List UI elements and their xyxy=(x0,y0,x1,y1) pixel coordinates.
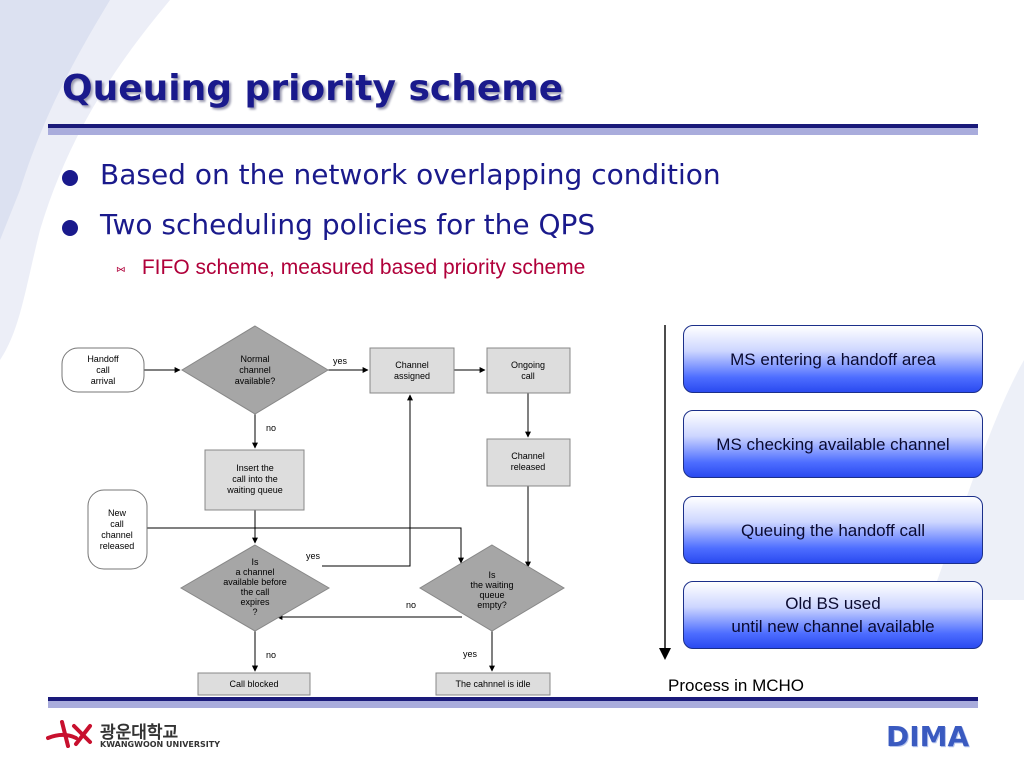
process-step: Old BS used until new channel available xyxy=(683,581,983,649)
svg-text:Is: Is xyxy=(488,570,496,580)
footer-divider xyxy=(48,697,978,708)
svg-text:released: released xyxy=(511,462,546,472)
edge-label-no: no xyxy=(266,423,276,433)
svg-text:call: call xyxy=(96,365,110,375)
slide-title: Queuing priority scheme xyxy=(62,68,564,109)
bullet-text: Two scheduling policies for the QPS xyxy=(100,208,596,241)
svg-text:Is: Is xyxy=(251,557,259,567)
svg-text:the call: the call xyxy=(241,587,270,597)
node-is-queue-empty: Is the waiting queue empty? xyxy=(419,544,565,632)
node-call-blocked: Call blocked xyxy=(197,672,311,696)
svg-text:Channel: Channel xyxy=(511,451,545,461)
flow-edges xyxy=(144,367,531,672)
svg-text:call: call xyxy=(110,519,124,529)
svg-text:arrival: arrival xyxy=(91,376,116,386)
sub-bullet: ⑅ FIFO scheme, measured based priority s… xyxy=(116,256,585,280)
svg-text:Channel: Channel xyxy=(395,360,429,370)
sub-bullet-text: FIFO scheme, measured based priority sch… xyxy=(141,256,586,279)
svg-text:call: call xyxy=(521,371,535,381)
sub-bullet-mark-icon: ⑅ xyxy=(116,261,126,278)
university-name-korean: 광운대학교 xyxy=(100,723,179,743)
svg-text:Normal: Normal xyxy=(240,354,269,364)
process-step: MS checking available channel xyxy=(683,410,983,478)
node-ongoing-call: Ongoing call xyxy=(486,347,571,394)
svg-text:waiting queue: waiting queue xyxy=(226,485,283,495)
svg-text:?: ? xyxy=(252,607,257,617)
university-name-english: KWANGWOON UNIVERSITY xyxy=(100,740,220,749)
university-logo-icon xyxy=(46,720,92,748)
node-normal-channel-available: Normal channel available? xyxy=(181,325,329,415)
edge-label-no: no xyxy=(406,600,416,610)
node-channel-released: Channel released xyxy=(486,438,571,487)
process-label: Process in MCHO xyxy=(668,676,805,695)
node-channel-idle: The cahnnel is idle xyxy=(435,672,551,696)
svg-text:The cahnnel is idle: The cahnnel is idle xyxy=(455,679,530,689)
edge-label-yes: yes xyxy=(463,649,478,659)
svg-text:Insert the: Insert the xyxy=(236,463,274,473)
brand-logo: DIMA xyxy=(886,720,970,753)
title-divider xyxy=(48,124,978,135)
edge-label-no: no xyxy=(266,650,276,660)
svg-text:Handoff: Handoff xyxy=(87,354,119,364)
svg-text:the waiting: the waiting xyxy=(470,580,513,590)
bullet-dot-icon xyxy=(62,220,78,236)
svg-text:channel: channel xyxy=(101,530,133,540)
svg-text:queue: queue xyxy=(479,590,504,600)
edge-label-yes: yes xyxy=(306,551,321,561)
svg-text:channel: channel xyxy=(239,365,271,375)
edge-label-yes: yes xyxy=(333,356,348,366)
svg-text:available?: available? xyxy=(235,376,276,386)
node-handoff-arrival: Handoff call arrival xyxy=(61,347,145,393)
node-insert-waiting-queue: Insert the call into the waiting queue xyxy=(204,449,305,511)
node-is-channel-available: Is a channel available before the call e… xyxy=(180,544,330,632)
bullet-dot-icon xyxy=(62,170,78,186)
process-arrow-head-icon xyxy=(659,648,671,660)
svg-text:Call blocked: Call blocked xyxy=(229,679,278,689)
node-channel-assigned: Channel assigned xyxy=(369,347,455,394)
svg-text:a channel: a channel xyxy=(235,567,274,577)
svg-text:Ongoing: Ongoing xyxy=(511,360,545,370)
svg-text:call into the: call into the xyxy=(232,474,278,484)
svg-text:empty?: empty? xyxy=(477,600,507,610)
process-step: MS entering a handoff area xyxy=(683,325,983,393)
node-new-call-released: New call channel released xyxy=(87,489,148,570)
svg-text:available before: available before xyxy=(223,577,287,587)
svg-text:assigned: assigned xyxy=(394,371,430,381)
svg-text:New: New xyxy=(108,508,127,518)
svg-text:released: released xyxy=(100,541,135,551)
svg-text:expires: expires xyxy=(240,597,270,607)
process-step: Queuing the handoff call xyxy=(683,496,983,564)
bullet-text: Based on the network overlapping conditi… xyxy=(100,158,721,191)
